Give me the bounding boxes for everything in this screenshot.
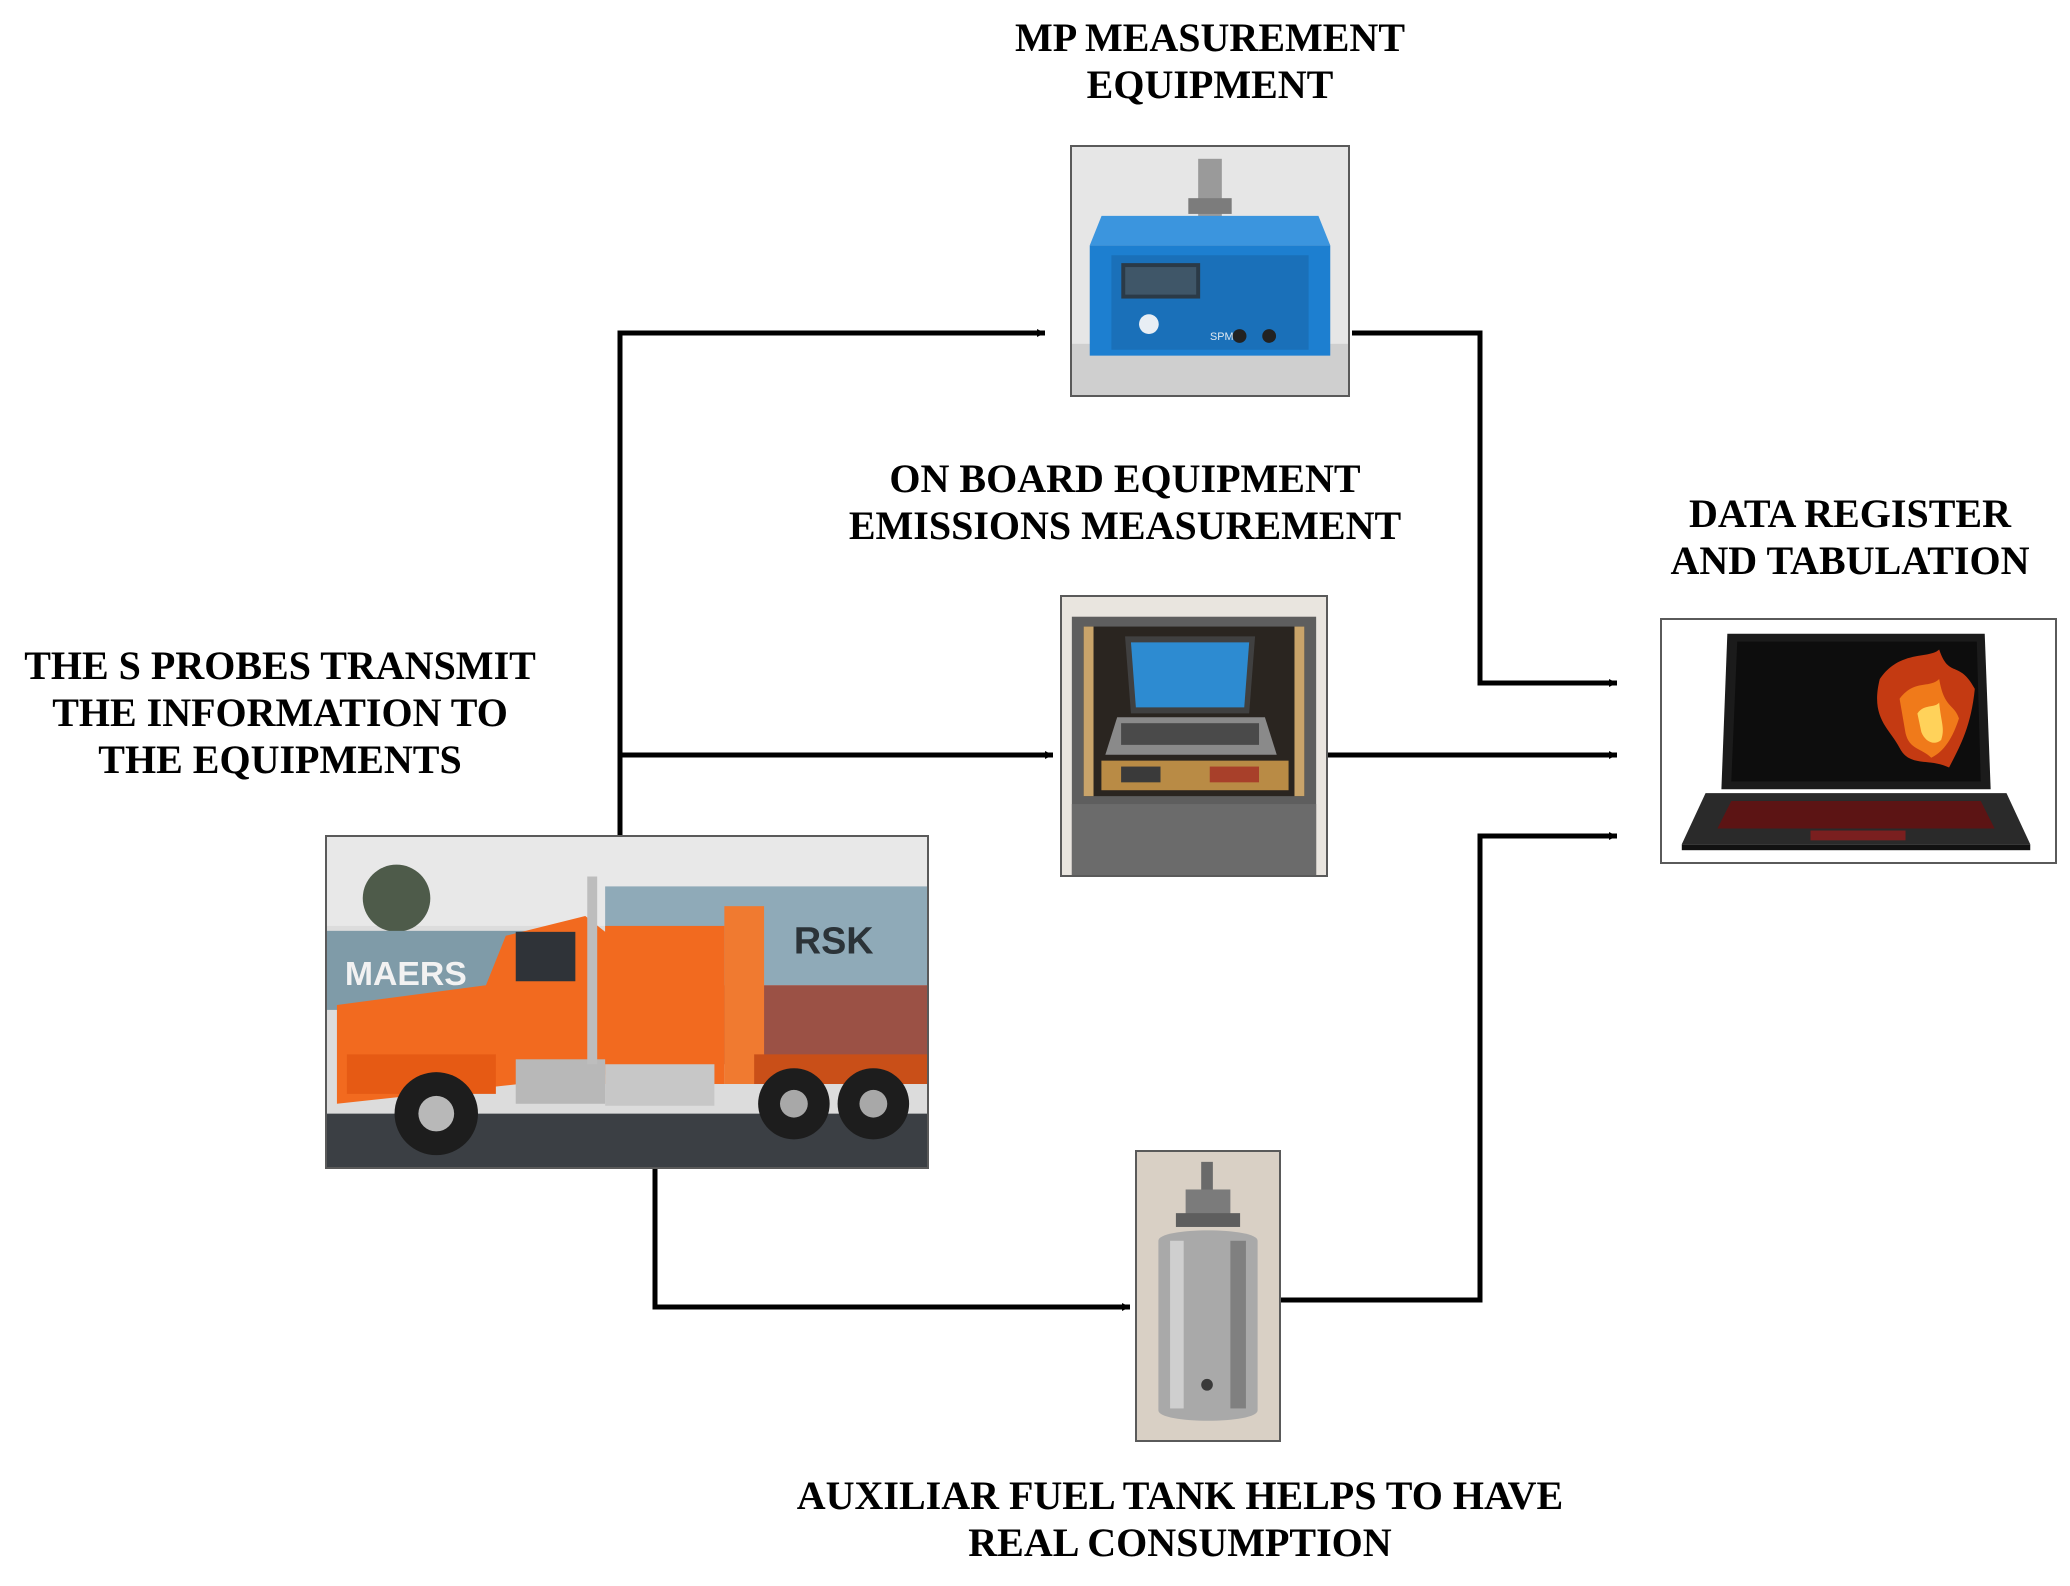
onboard-emissions-equipment-photo — [1060, 595, 1328, 877]
label-probes-transmit: THE S PROBES TRANSMIT THE INFORMATION TO… — [24, 643, 536, 782]
container-text-right: RSK — [794, 920, 874, 962]
mp-measurement-device-photo: SPM-I — [1070, 145, 1350, 397]
arrow-truck-to-tank — [652, 1103, 1130, 1311]
data-register-laptop-photo — [1660, 618, 2057, 864]
arrow-truck-to-mp — [617, 329, 1045, 835]
mp-device-text: SPM-I — [1210, 331, 1240, 343]
auxiliar-fuel-tank-photo — [1135, 1150, 1281, 1442]
container-text-left: MAERS — [345, 956, 467, 993]
label-mp-measurement: MP MEASUREMENT EQUIPMENT — [1015, 15, 1405, 107]
label-data-register: DATA REGISTER AND TABULATION — [1670, 491, 2030, 583]
truck-photo: MAERS RSK — [325, 835, 929, 1169]
label-auxiliar-fuel-tank: AUXILIAR FUEL TANK HELPS TO HAVE REAL CO… — [796, 1473, 1564, 1565]
label-onboard-equipment: ON BOARD EQUIPMENT EMISSIONS MEASUREMENT — [848, 456, 1402, 548]
arrow-tank-to-laptop — [1281, 832, 1617, 1303]
arrow-mp-to-laptop — [1352, 330, 1617, 687]
